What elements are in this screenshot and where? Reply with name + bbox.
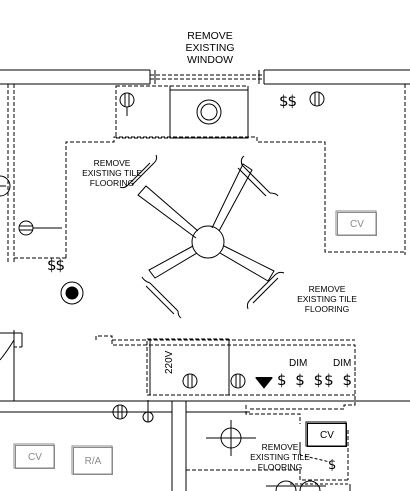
note-line: EXISTING TILE (297, 294, 357, 304)
outlet-lower-left (112, 404, 128, 420)
note-line: REMOVE (93, 158, 131, 168)
note-line: WINDOW (186, 54, 234, 66)
cv-label-bottom-right: CV (307, 423, 347, 447)
outlet-left-wall (18, 220, 62, 236)
outlet-counter (230, 373, 246, 389)
ceiling-fixture-top (196, 99, 222, 125)
note-line: EXISTING (185, 42, 235, 54)
outlet-lower-small (142, 400, 154, 423)
cv-label-right: CV (337, 212, 377, 236)
data-jack (254, 377, 274, 389)
cv-label-bottom-left: CV (15, 445, 55, 469)
ceiling-light-lower (206, 420, 256, 456)
switch-bottom: $ (328, 458, 336, 473)
note-remove-tile-right: REMOVE EXISTING TILE FLOORING (285, 284, 369, 314)
ceiling-fixture-top-inner (200, 103, 218, 121)
switch-row-counter: $ $ $$ $ (277, 371, 354, 389)
box-fixture-window-dash (169, 85, 249, 139)
smoke-detector (60, 281, 84, 305)
note-line: FLOORING (304, 304, 350, 314)
note-remove-tile-bottom: REMOVE EXISTING TILE FLOORING (238, 442, 322, 472)
dim-label-right: DIM (333, 358, 352, 369)
note-line: EXISTING TILE (82, 168, 142, 178)
tile-boundary (65, 136, 405, 258)
outlet-top-right (309, 91, 325, 107)
wall-outlet-left-edge (0, 175, 11, 197)
note-line: REMOVE (187, 30, 233, 42)
note-remove-window: REMOVE EXISTING WINDOW (180, 30, 240, 66)
note-line: FLOORING (257, 462, 303, 472)
voltage-label: 220V (164, 350, 175, 374)
note-line: REMOVE (261, 442, 299, 452)
note-remove-tile-left: REMOVE EXISTING TILE FLOORING (68, 158, 156, 188)
counter-outline (95, 335, 356, 372)
note-line: FLOORING (89, 178, 135, 188)
note-line: EXISTING TILE (250, 452, 310, 462)
switch-pair-left: $$ (47, 256, 65, 274)
switch-pair-top: $$ (279, 92, 297, 110)
note-line: REMOVE (308, 284, 346, 294)
outlet-top-left (119, 92, 135, 116)
outlet-220v (182, 373, 198, 389)
ceiling-fan (119, 154, 285, 319)
dim-label-left: DIM (289, 358, 308, 369)
box-fixture-window (169, 89, 249, 139)
ra-label: R/A (73, 447, 113, 475)
